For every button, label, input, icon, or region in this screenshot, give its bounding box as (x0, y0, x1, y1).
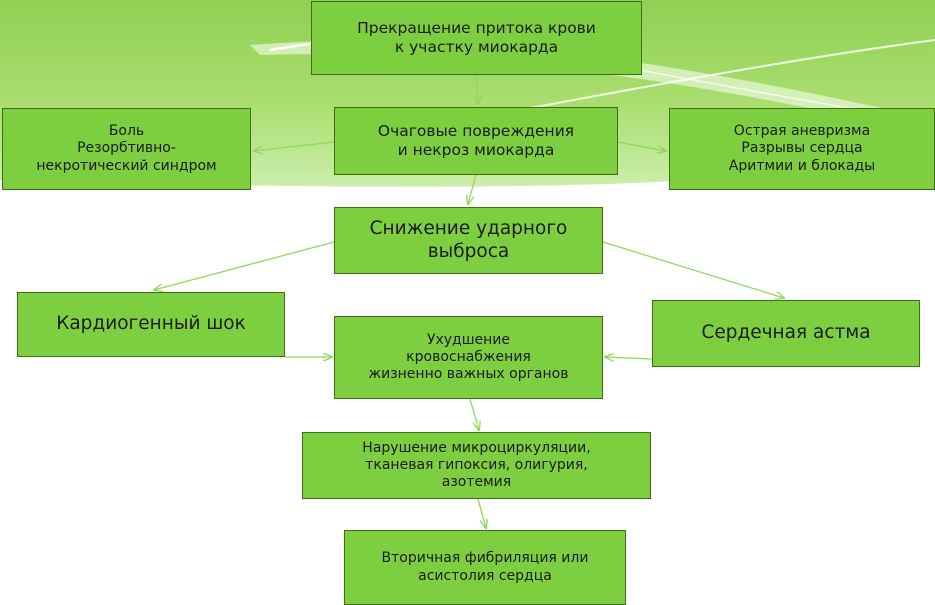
node-line: Снижение ударного (369, 217, 568, 239)
node-line: Кардиогенный шок (56, 313, 246, 335)
node-line: азотемия (441, 474, 512, 491)
node-cardiac-asthma: Сердечная астма (652, 300, 920, 367)
node-stroke-volume-decrease: Снижение ударного выброса (334, 207, 603, 274)
node-microcirculation-disorder: Нарушение микроциркуляции, тканевая гипо… (302, 432, 651, 499)
node-fibrillation-asystole: Вторичная фибриляция или асистолия сердц… (344, 530, 626, 605)
node-focal-damage: Очаговые повреждения и некроз миокарда (334, 107, 618, 175)
node-cardiogenic-shock: Кардиогенный шок (17, 292, 285, 357)
node-line: и некроз миокарда (397, 141, 555, 159)
node-line: Ухудшение (426, 331, 511, 348)
node-line: к участку миокарда (394, 38, 559, 56)
node-line: Боль (108, 123, 145, 140)
node-complications: Острая аневризма Разрывы сердца Аритмии … (669, 108, 935, 190)
node-blood-flow-stop: Прекращение притока крови к участку миок… (311, 1, 642, 75)
node-pain-syndrome: Боль Резорбтивно- некротический синдром (2, 108, 251, 190)
node-line: Аритмии и блокады (728, 157, 876, 174)
node-line: асистолия сердца (418, 567, 552, 584)
node-line: выброса (427, 240, 510, 262)
node-line: Острая аневризма (733, 123, 871, 140)
node-line: Нарушение микроциркуляции, (362, 439, 591, 456)
node-line: Сердечная астма (701, 322, 871, 344)
node-line: жизненно важных органов (368, 366, 569, 383)
node-line: Прекращение притока крови (357, 19, 596, 38)
node-line: кровоснабжения (406, 348, 531, 365)
node-line: Разрывы сердца (741, 140, 863, 157)
node-line: Очаговые повреждения (377, 122, 575, 141)
node-line: Резорбтивно- (77, 140, 176, 157)
node-line: тканевая гипоксия, олигурия, (365, 456, 588, 473)
node-line: некротический синдром (36, 157, 217, 174)
node-blood-supply-worsening: Ухудшение кровоснабжения жизненно важных… (334, 316, 603, 399)
node-line: Вторичная фибриляция или (381, 550, 589, 567)
